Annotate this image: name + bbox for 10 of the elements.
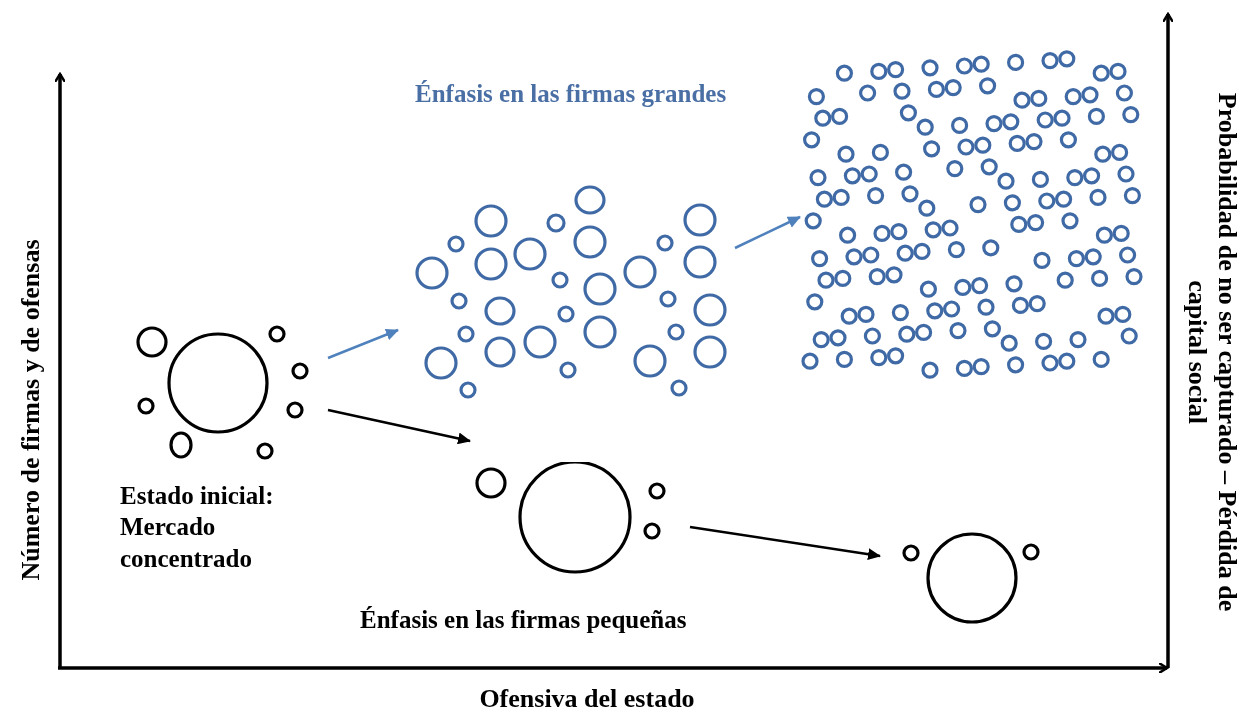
node-label: Estado inicial: Mercado concentrado bbox=[120, 481, 275, 574]
axis-label: Número de firmas y de ofensas bbox=[14, 239, 46, 581]
arrow bbox=[327, 328, 399, 360]
arrow bbox=[734, 215, 801, 250]
axis-label: Ofensiva del estado bbox=[479, 682, 695, 715]
arrow bbox=[689, 525, 881, 561]
axis-label: Probabilidad de no ser capturado – Pérdida de capital social bbox=[1182, 91, 1242, 614]
node-label: Énfasis en las firmas pequeñas bbox=[360, 605, 688, 635]
arrow bbox=[327, 408, 471, 445]
node-label: Énfasis en las firmas grandes bbox=[415, 79, 728, 109]
